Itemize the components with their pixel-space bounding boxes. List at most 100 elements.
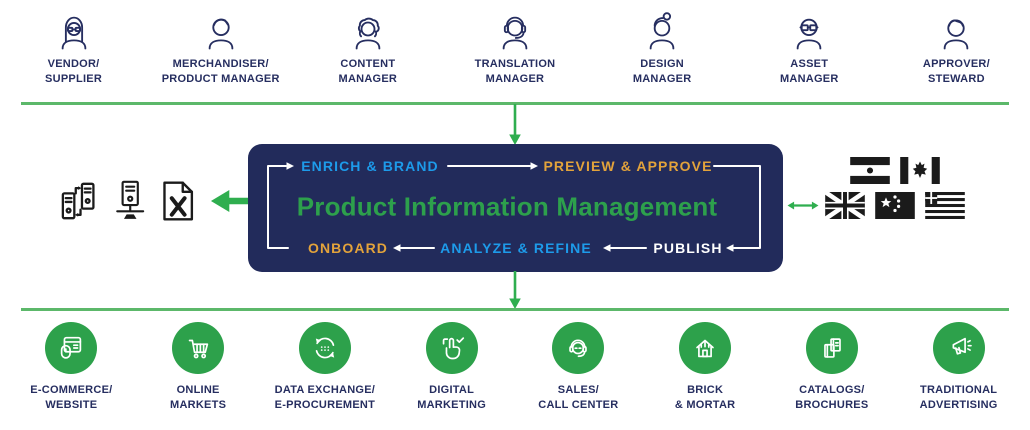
step-preview-approve: PREVIEW & APPROVE: [543, 158, 713, 174]
channel-label: CATALOGS/ BROCHURES: [795, 383, 868, 414]
persona-label-line1: VENDOR/: [47, 58, 100, 70]
channel-traditional-advertising: TRADITIONAL ADVERTISING: [896, 322, 1022, 414]
channel-bubble: [805, 322, 858, 374]
channel-label-line1: CATALOGS/: [799, 384, 865, 396]
channel-label: TRADITIONAL ADVERTISING: [920, 383, 998, 414]
channel-label-line2: & MORTAR: [674, 399, 736, 412]
server-data-exchange-icon: [61, 182, 95, 220]
china-flag-icon: [875, 192, 915, 219]
persona-design-manager: DESIGN MANAGER: [589, 6, 736, 88]
channel-data-exchange: DATA EXCHANGE/ E-PROCUREMENT: [262, 322, 388, 414]
channel-online-markets: ONLINE MARKETS: [135, 322, 261, 414]
channel-ecommerce-website: E-COMMERCE/ WEBSITE: [8, 322, 134, 414]
channel-bubble: [298, 322, 351, 374]
man-wavy-hair-icon: [944, 19, 969, 50]
channel-label-line1: DATA EXCHANGE/: [274, 384, 376, 396]
locale-flags-group: [822, 157, 968, 219]
persona-label-line1: APPROVER/: [922, 58, 990, 70]
channel-label: DIGITAL MARKETING: [417, 383, 486, 414]
flag-row-top: [822, 157, 968, 184]
channel-bubble: [172, 322, 225, 374]
network-server-icon: [116, 180, 145, 219]
channel-label-line2: CALL CENTER: [538, 399, 619, 412]
megaphone-icon: [952, 337, 972, 355]
channel-brick-mortar: BRICK & MORTAR: [642, 322, 768, 414]
channel-label-line1: SALES/: [557, 384, 599, 396]
channel-bubble: [45, 322, 98, 374]
channel-label-line1: BRICK: [687, 384, 724, 396]
channel-digital-marketing: DIGITAL MARKETING: [389, 322, 515, 414]
persona-label-line2: MANAGER: [779, 73, 839, 86]
persona-label-line2: MANAGER: [632, 73, 692, 86]
channel-label-line1: TRADITIONAL: [919, 384, 998, 396]
channel-label-line1: E-COMMERCE/: [30, 384, 113, 396]
arrow-down-into-pim-icon: [509, 104, 521, 145]
channel-sales-call-center: SALES/ CALL CENTER: [515, 322, 641, 414]
persona-label: ASSET MANAGER: [780, 57, 839, 88]
pim-title: Product Information Management: [296, 191, 718, 222]
channel-label-line2: ADVERTISING: [919, 399, 998, 412]
persona-merchandiser: MERCHANDISER/ PRODUCT MANAGER: [147, 6, 294, 88]
tap-hand-check-icon: [442, 337, 464, 360]
persona-label: MERCHANDISER/ PRODUCT MANAGER: [162, 57, 280, 88]
step-analyze-refine: ANALYZE & REFINE: [440, 240, 592, 256]
woman-curly-hair-icon: [355, 17, 381, 50]
persona-label: DESIGN MANAGER: [633, 57, 692, 88]
store-house-icon: [696, 339, 714, 358]
channel-label-line2: MARKETING: [417, 399, 487, 412]
persona-label-line2: STEWARD: [928, 73, 985, 86]
cycle-arrows-icon: [267, 162, 761, 252]
channels-row: E-COMMERCE/ WEBSITE ONLINE MARKETS: [8, 322, 1022, 414]
man-short-hair-icon: [208, 18, 234, 50]
channel-label: E-COMMERCE/ WEBSITE: [30, 383, 112, 414]
arrow-down-to-channels-icon: [509, 271, 521, 309]
bidirectional-arrow-right-icon: [787, 201, 819, 210]
persona-label: TRANSLATION MANAGER: [475, 57, 556, 88]
woman-long-hair-glasses-icon: [61, 16, 86, 50]
woman-hair-bun-icon: [649, 12, 675, 50]
step-enrich-brand: ENRICH & BRAND: [301, 158, 439, 174]
divider-bottom: [21, 308, 1009, 311]
persona-content-manager: CONTENT MANAGER: [294, 6, 441, 88]
step-publish: PUBLISH: [653, 240, 723, 256]
persona-label: APPROVER/ STEWARD: [923, 57, 990, 88]
persona-label-line1: DESIGN: [640, 58, 684, 70]
sync-arrows-dots-icon: [315, 337, 335, 359]
persona-label-line2: MANAGER: [485, 73, 545, 86]
flag-row-bottom: [822, 192, 968, 219]
shopping-cart-icon: [188, 339, 209, 359]
persona-label-line1: CONTENT: [340, 58, 396, 70]
channel-label-line2: BROCHURES: [795, 399, 869, 412]
greece-flag-icon: [925, 192, 965, 219]
channel-bubble: [932, 322, 985, 374]
persona-approver-steward: APPROVER/ STEWARD: [883, 6, 1030, 88]
step-onboard: ONBOARD: [307, 240, 389, 256]
persona-label-line1: TRANSLATION: [474, 58, 556, 70]
personas-row: VENDOR/ SUPPLIER MERCHANDISER/ PRODUCT M…: [0, 6, 1030, 88]
channel-label-line1: ONLINE: [176, 384, 220, 396]
catalog-books-icon: [824, 338, 841, 358]
channel-catalogs-brochures: CATALOGS/ BROCHURES: [769, 322, 895, 414]
browser-and-mouse-icon: [61, 336, 82, 359]
persona-translation-manager: TRANSLATION MANAGER: [441, 6, 588, 88]
persona-label-line1: MERCHANDISER/: [172, 58, 269, 70]
support-agent-headset-icon: [569, 339, 588, 358]
channel-label: BRICK & MORTAR: [675, 383, 735, 414]
excel-file-icon: [163, 181, 194, 221]
canada-flag-icon: [900, 157, 940, 184]
channel-bubble: [425, 322, 478, 374]
channel-label-line2: WEBSITE: [45, 399, 98, 412]
channel-bubble: [552, 322, 605, 374]
persona-label-line2: PRODUCT MANAGER: [161, 73, 280, 86]
channel-label-line1: DIGITAL: [429, 384, 475, 396]
person-headset-icon: [502, 16, 528, 50]
man-bald-glasses-icon: [796, 18, 822, 50]
persona-label-line1: ASSET: [790, 58, 829, 70]
channel-bubble: [679, 322, 732, 374]
channel-label: SALES/ CALL CENTER: [538, 383, 618, 414]
divider-top: [21, 102, 1009, 105]
persona-asset-manager: ASSET MANAGER: [736, 6, 883, 88]
channel-label: DATA EXCHANGE/ E-PROCUREMENT: [275, 383, 375, 414]
channel-label-line2: E-PROCUREMENT: [274, 399, 376, 412]
